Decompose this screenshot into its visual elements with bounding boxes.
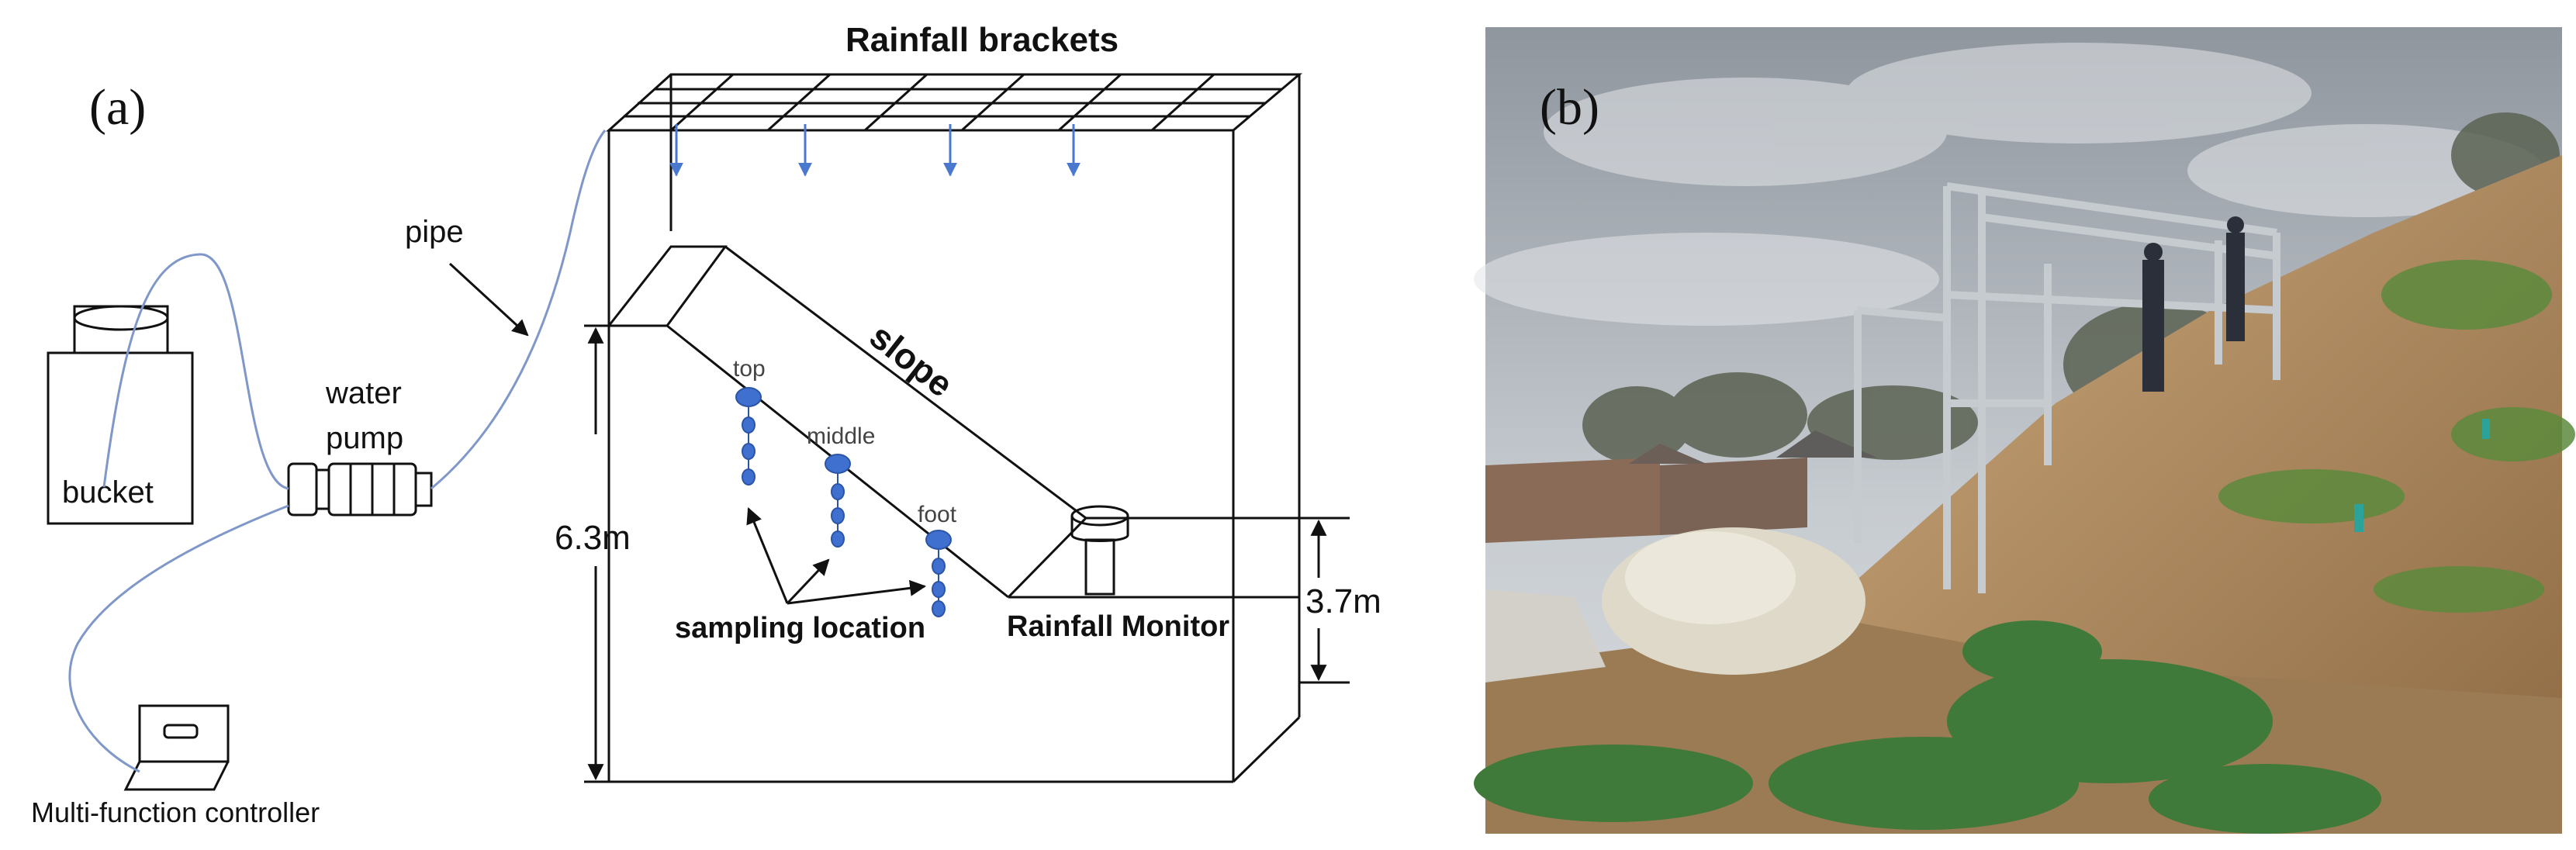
slope-body	[606, 245, 1299, 599]
rain-arrows	[669, 124, 1081, 177]
sampling-foot-label: foot	[918, 502, 957, 527]
bucket-label: bucket	[62, 475, 154, 510]
rainfall-brackets-label: Rainfall brackets	[845, 21, 1119, 59]
panel-b-tag: (b)	[1540, 79, 1599, 136]
sampling-top	[735, 387, 762, 485]
height-dimension-right	[1299, 517, 1350, 684]
multi-function-controller	[123, 704, 230, 791]
pipe-label: pipe	[405, 215, 464, 249]
sampling-top-label: top	[733, 356, 766, 382]
height-dimension-left	[584, 324, 609, 783]
height-right-label: 3.7m	[1305, 582, 1381, 620]
scaffold-frame	[1854, 182, 2280, 593]
controller-label: Multi-function controller	[31, 796, 320, 828]
pipe-lines	[68, 130, 607, 773]
sampling-middle	[825, 454, 851, 548]
bucket	[47, 305, 194, 525]
water-label: water	[325, 376, 402, 410]
panel-b-photo: (b)	[1474, 27, 2575, 834]
rainfall-monitor-label: Rainfall Monitor	[1007, 610, 1229, 643]
pipe-pointer-arrow	[448, 262, 529, 337]
rainfall-monitor	[1070, 505, 1129, 596]
panel-a: (a) bucket water pump Multi-function con…	[31, 21, 1381, 828]
rainfall-bracket-frame	[606, 73, 1303, 783]
panel-a-tag: (a)	[89, 79, 146, 136]
sampling-middle-label: middle	[807, 423, 875, 449]
height-left-label: 6.3m	[555, 519, 631, 557]
sampling-location-arrows	[746, 507, 927, 605]
sampling-location-label: sampling location	[675, 612, 925, 644]
water-pump	[287, 462, 433, 517]
pump-label: pump	[326, 421, 403, 455]
sampling-foot	[925, 530, 952, 617]
